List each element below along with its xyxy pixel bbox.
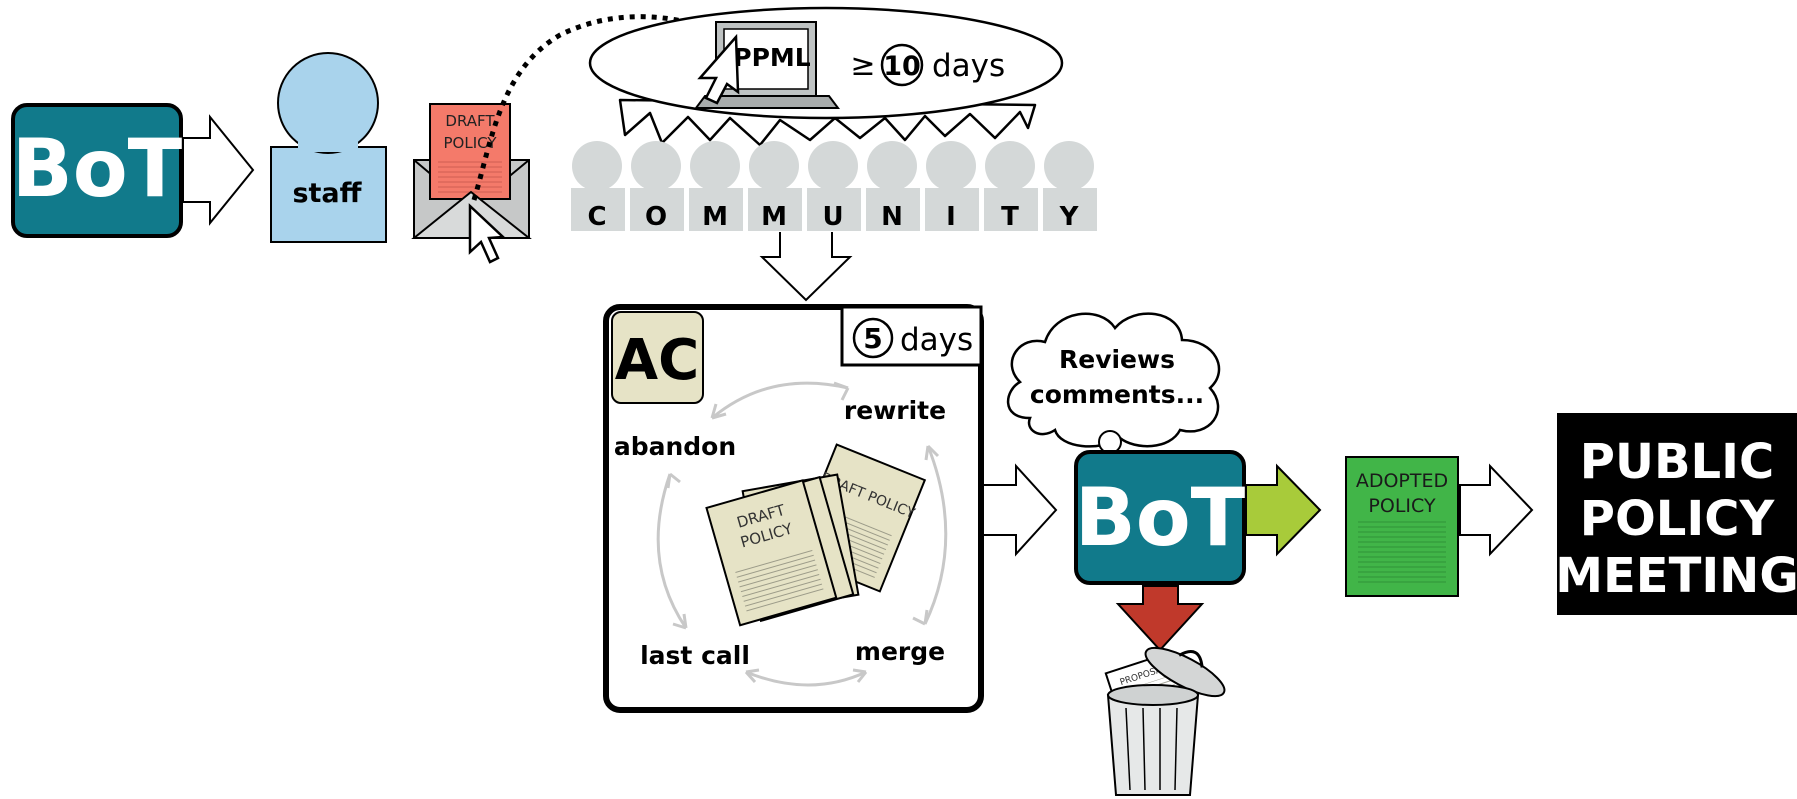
community-speech-bubble	[588, 6, 1064, 147]
days-10-label: days	[932, 48, 1005, 84]
community-letter-t: T	[1001, 202, 1019, 232]
thought-cloud: Reviews comments...	[1006, 312, 1221, 471]
adopted-line1: ADOPTED	[1356, 470, 1448, 492]
bot-right-label: BoT	[1075, 471, 1246, 564]
lime-arrow-to-adopted	[1245, 463, 1322, 557]
community-group: C O M M U N I T Y	[571, 141, 1097, 232]
draft-label-line2: POLICY	[443, 134, 497, 152]
community-letter-o: O	[645, 202, 667, 232]
adopted-line2: POLICY	[1368, 495, 1436, 517]
bot-right-box: BoT	[1074, 450, 1246, 585]
staff-figure: staff	[270, 52, 387, 243]
ac-step-last-call: last call	[640, 641, 750, 670]
public-policy-meeting-box: PUBLIC POLICY MEETING	[1555, 413, 1797, 615]
ac-days-box: 5 days	[840, 305, 983, 367]
red-arrow-to-trash	[1115, 585, 1205, 652]
staff-label: staff	[292, 178, 362, 209]
days-10-number: 10	[883, 51, 921, 82]
arrow-community-to-ac	[759, 232, 853, 302]
adopted-policy-document: ADOPTED POLICY	[1345, 456, 1459, 597]
trash-can-icon: PROPOSAL	[1104, 646, 1226, 796]
bot-left-box: BoT	[11, 103, 183, 238]
arrow-adopted-to-meeting	[1459, 463, 1534, 557]
ac-badge: AC	[611, 311, 704, 404]
arrow-ac-to-bot	[982, 463, 1058, 557]
draft-envelope: DRAFT POLICY	[411, 103, 532, 239]
community-letter-n: N	[881, 202, 903, 232]
bot-left-label: BoT	[12, 122, 183, 215]
community-letter-m2: M	[761, 202, 787, 232]
meeting-line3: MEETING	[1555, 548, 1797, 604]
ac-days-number: 5	[863, 322, 882, 355]
draft-documents-stack: DRAFT POLICY DRAFT POLICY	[705, 443, 927, 627]
ac-badge-label: AC	[615, 328, 699, 393]
arrow-bot-to-staff	[182, 114, 255, 226]
ac-step-abandon: abandon	[614, 432, 736, 461]
cursor-icon	[468, 203, 506, 264]
thought-line1: Reviews	[1059, 345, 1175, 374]
meeting-line1: PUBLIC	[1580, 434, 1774, 490]
thought-line2: comments...	[1030, 380, 1204, 409]
days-10-badge: 10	[880, 43, 924, 87]
ge-symbol: ≥	[850, 48, 875, 83]
draft-label-line1: DRAFT	[445, 112, 495, 130]
community-letter-u: U	[822, 202, 843, 232]
ac-step-rewrite: rewrite	[844, 396, 946, 425]
community-letter-c: C	[587, 202, 606, 232]
community-letter-i: I	[946, 202, 956, 232]
meeting-line2: POLICY	[1580, 491, 1776, 547]
community-letter-y: Y	[1059, 202, 1080, 232]
ppml-cursor-icon	[697, 33, 740, 105]
ppml-label: PPML	[733, 43, 811, 72]
ac-step-merge: merge	[855, 637, 945, 666]
ac-cycle-arrows	[656, 381, 948, 687]
ac-days-label: days	[900, 322, 973, 358]
community-letter-m1: M	[702, 202, 728, 232]
